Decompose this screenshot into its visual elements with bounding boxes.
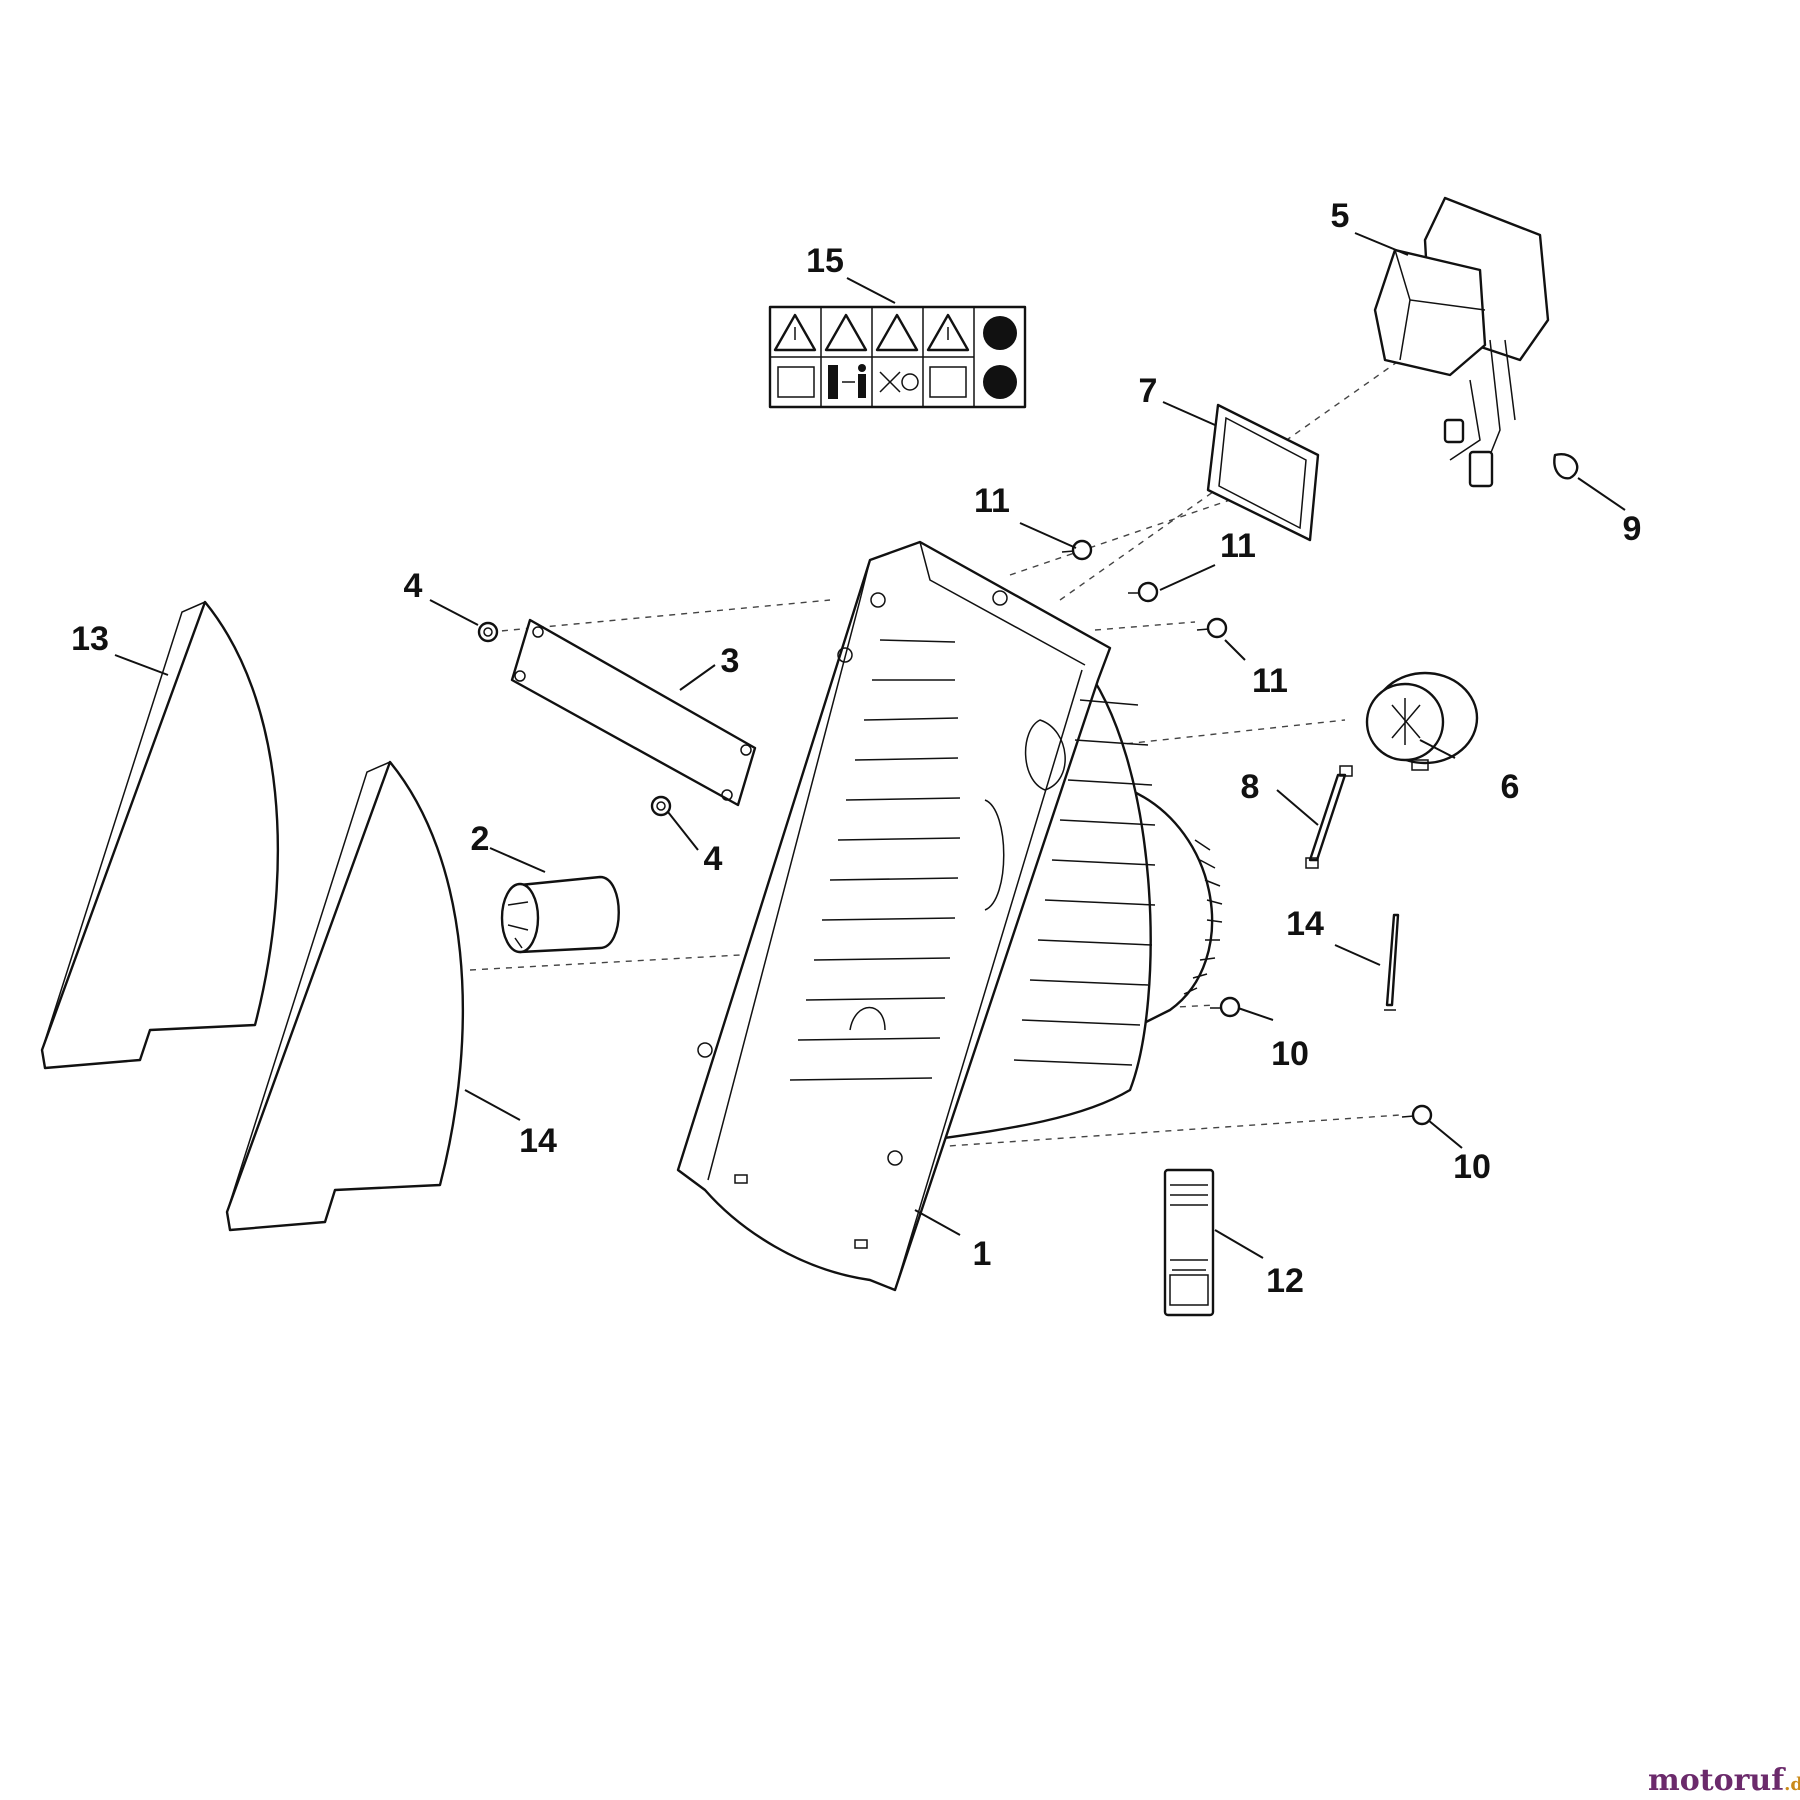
watermark-suffix: .de <box>1784 1774 1800 1795</box>
distance-icon <box>828 364 866 399</box>
ear-protection-icon <box>879 371 919 393</box>
housing-louvers <box>789 639 1156 1081</box>
screw-11-low <box>1196 617 1228 639</box>
gloves-icon-frame <box>929 366 967 398</box>
part-6-motor-cap <box>1365 671 1479 771</box>
callout-13: 13 <box>71 620 109 658</box>
callout-1: 1 <box>973 1235 992 1273</box>
part-7-gasket <box>1206 403 1320 542</box>
callout-4-lower: 4 <box>704 840 723 878</box>
callout-12: 12 <box>1266 1262 1304 1300</box>
callout-2: 2 <box>471 820 490 858</box>
part-8-rod <box>1305 765 1353 869</box>
part-1-housing <box>676 540 1223 1292</box>
warning-triangle-icon <box>773 313 970 352</box>
watermark: motoruf.de <box>1648 1763 1800 1798</box>
callout-11-low: 11 <box>1252 662 1288 700</box>
callout-11-top: 11 <box>974 482 1010 520</box>
screw-11-mid <box>1128 581 1159 603</box>
callout-4-upper: 4 <box>404 567 423 605</box>
part-14-side-panel <box>225 760 465 1232</box>
part-3-cover-plate <box>510 618 757 807</box>
callout-5: 5 <box>1331 197 1350 235</box>
svg-text:motoruf.de: motoruf.de <box>1648 1763 1800 1798</box>
safety-glasses-icon <box>983 316 1017 350</box>
part-13-side-panel <box>40 600 280 1070</box>
leader-lines <box>114 232 1626 1259</box>
callout-9: 9 <box>1623 510 1642 548</box>
screw-4-lower <box>650 795 672 817</box>
callout-14-panel: 14 <box>519 1122 557 1160</box>
callout-10-upper: 10 <box>1271 1035 1309 1073</box>
watermark-brand: motoruf <box>1648 1763 1786 1798</box>
callout-3: 3 <box>721 642 740 680</box>
callout-11-mid: 11 <box>1220 527 1256 565</box>
callout-7: 7 <box>1139 372 1158 410</box>
screw-11-top <box>1061 539 1093 561</box>
manual-icon <box>777 366 815 398</box>
part-2-capacitor <box>500 875 620 954</box>
part-12-label <box>1163 1168 1215 1317</box>
screw-10-lower <box>1401 1104 1433 1126</box>
callout-10-lower: 10 <box>1453 1148 1491 1186</box>
screw-10-upper <box>1210 996 1241 1018</box>
callout-14-pin: 14 <box>1286 905 1324 943</box>
part-15-safety-label <box>768 305 1027 409</box>
callout-15: 15 <box>806 242 844 280</box>
part-5-switch-box <box>1373 196 1550 488</box>
part-9-clip <box>1553 453 1579 480</box>
callout-labels: 1 2 3 4 4 5 6 7 8 9 10 10 11 11 11 12 13… <box>71 197 1641 1300</box>
callout-8: 8 <box>1241 768 1260 806</box>
part-14-pin <box>1384 913 1400 1011</box>
screw-4-upper <box>477 621 499 643</box>
callout-6: 6 <box>1501 768 1520 806</box>
gloves-icon <box>983 365 1017 399</box>
